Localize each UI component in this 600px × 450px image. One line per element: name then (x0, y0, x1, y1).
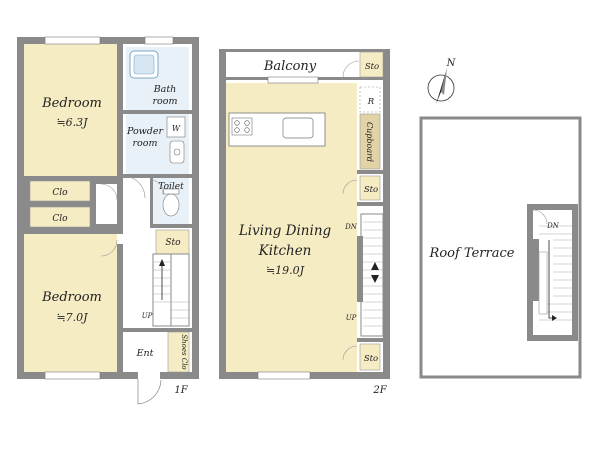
sto-low-label: Sto (364, 354, 378, 364)
entrance (126, 332, 166, 372)
bedroom-upper-label: Bedroom (41, 96, 102, 111)
staircase-2f (357, 213, 384, 337)
washer-label: W (172, 124, 181, 133)
sto-mid-label: Sto (364, 185, 378, 195)
sink (169, 140, 185, 164)
floor-1f: Bedroom ≒6.3J Bedroom ≒7.0J Bath room Po… (17, 36, 199, 405)
storage-1f (155, 229, 190, 255)
bedroom-upper-area: ≒6.3J (56, 116, 88, 129)
ldk-area: ≒19.0J (266, 264, 305, 277)
floor-1f-label: 1F (174, 385, 188, 396)
kitchen-sink (282, 117, 314, 139)
shoes-closet (167, 331, 190, 373)
window-2f-1 (267, 76, 319, 84)
roof-terrace-plan: Roof Terrace DN (419, 116, 582, 379)
powder-label-2: room (133, 138, 158, 149)
cupboard-label: Cupboard (365, 122, 374, 162)
cupboard (359, 113, 381, 170)
toilet-bowl (162, 193, 180, 217)
shoes-clo-label: Shoes Clo (180, 334, 188, 369)
sto-balcony-label: Sto (365, 62, 379, 72)
hall-gap (96, 184, 117, 224)
bedroom-lower-area: ≒7.0J (56, 311, 88, 324)
window-1f-2 (144, 36, 174, 45)
compass-north-label: N (446, 58, 457, 69)
compass: N (427, 58, 457, 104)
ldk-label-1: Living Dining (238, 223, 332, 239)
ldk-label-2: Kitchen (258, 243, 312, 259)
ent-label: Ent (136, 348, 154, 359)
clo-lower-label: Clo (52, 214, 68, 224)
entrance-door (137, 379, 162, 405)
toilet-label: Toilet (158, 182, 184, 192)
staircase-1f (152, 253, 190, 327)
stove (231, 117, 253, 136)
up-2f-label: UP (346, 314, 357, 322)
bedroom-lower (24, 234, 117, 372)
up-1f-label: UP (142, 312, 153, 320)
fridge-space (359, 86, 381, 113)
bath-label-2: room (153, 96, 178, 107)
hallway-1f (123, 178, 150, 328)
storage-2f-low (359, 343, 381, 371)
roof-stair-house (527, 204, 578, 341)
bedroom-upper (24, 44, 117, 176)
balcony-label: Balcony (263, 59, 317, 74)
powder-label-1: Powder (126, 126, 165, 137)
window-2f-2 (257, 371, 311, 380)
balcony-storage (359, 51, 384, 78)
floor-2f: Balcony Sto Living Dining Kitchen ≒19.0J… (219, 49, 390, 396)
balcony (226, 52, 383, 77)
floor-2f-label: 2F (372, 385, 387, 396)
dn-roof-label: DN (546, 222, 560, 230)
storage-2f-mid (359, 175, 381, 201)
fridge-label: R (367, 97, 375, 107)
wall-1f-v1 (117, 44, 123, 234)
washer (166, 116, 186, 138)
bedroom-lower-label: Bedroom (41, 290, 102, 305)
dn-2f-label: DN (344, 223, 358, 231)
roof-terrace-label: Roof Terrace (429, 246, 515, 261)
clo-upper-label: Clo (52, 188, 68, 198)
sto-1f-label: Sto (165, 238, 181, 248)
window-1f-1 (44, 36, 101, 45)
bath-label-1: Bath (153, 84, 177, 95)
wall-1f-v2 (117, 244, 123, 372)
north-arrow-icon (436, 68, 447, 104)
window-1f-3 (44, 371, 101, 380)
